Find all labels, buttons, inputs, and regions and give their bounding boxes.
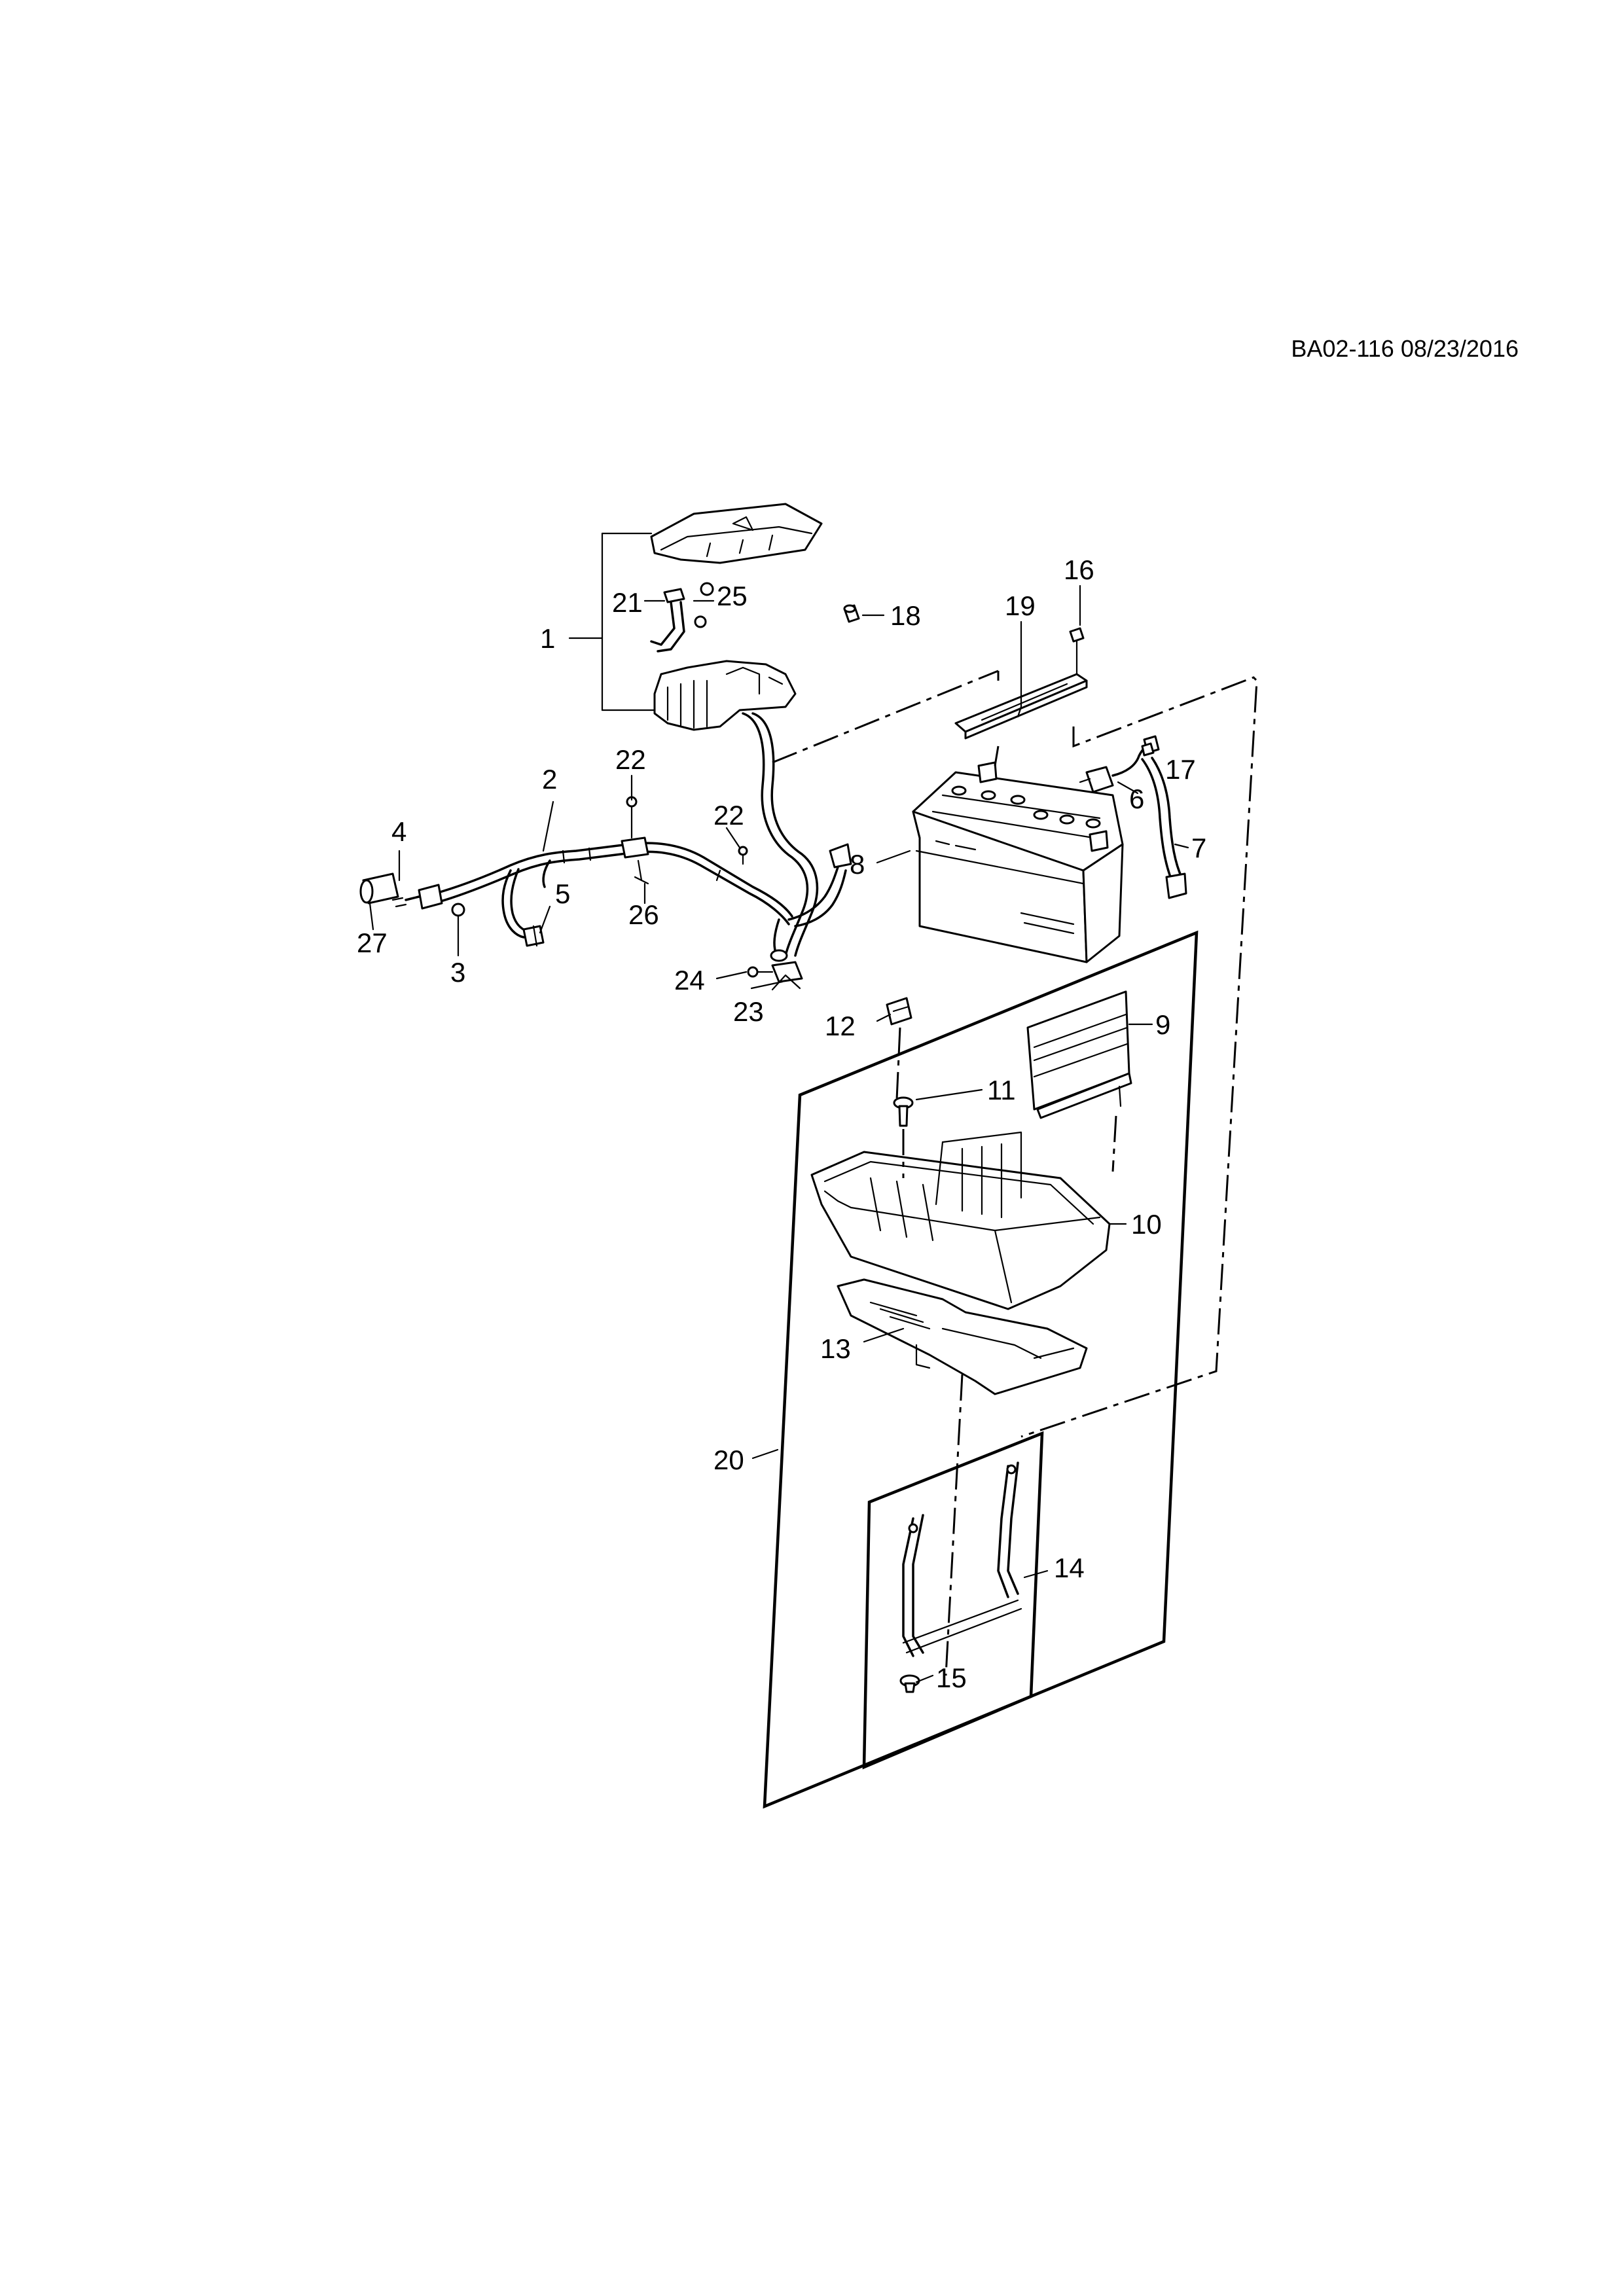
callout-15: 15 bbox=[936, 1662, 967, 1693]
tray-support bbox=[837, 1278, 1088, 1395]
callout-16: 16 bbox=[1064, 554, 1094, 585]
battery-cable-harness bbox=[359, 712, 852, 991]
callout-22a: 22 bbox=[615, 744, 646, 775]
callout-10: 10 bbox=[1131, 1209, 1162, 1240]
callout-26: 26 bbox=[628, 899, 659, 930]
callout-20: 20 bbox=[713, 1444, 744, 1475]
callout-17: 17 bbox=[1165, 754, 1196, 785]
assembly-dash-lines bbox=[772, 670, 1258, 1676]
negative-cable bbox=[1079, 735, 1187, 899]
battery bbox=[912, 761, 1124, 963]
callout-21: 21 bbox=[612, 587, 643, 618]
callout-27: 27 bbox=[357, 927, 388, 958]
callout-4: 4 bbox=[391, 816, 406, 847]
fuse-block-assembly bbox=[568, 503, 823, 731]
callout-11: 11 bbox=[987, 1075, 1016, 1105]
callout-19: 19 bbox=[1005, 590, 1036, 621]
callout-9: 9 bbox=[1155, 1009, 1170, 1040]
clip-part-18 bbox=[843, 604, 860, 623]
callout-18: 18 bbox=[890, 600, 921, 631]
callout-6: 6 bbox=[1129, 783, 1144, 814]
callout-25: 25 bbox=[717, 581, 748, 611]
callout-7: 7 bbox=[1191, 833, 1206, 863]
callout-24: 24 bbox=[674, 965, 705, 996]
heat-shield-plate bbox=[1026, 990, 1132, 1119]
callout-13: 13 bbox=[820, 1333, 851, 1364]
callout-8: 8 bbox=[850, 849, 865, 880]
bracket-assembly bbox=[862, 1431, 1044, 1770]
tray-outline-plate bbox=[763, 930, 1199, 1809]
callout-14: 14 bbox=[1054, 1552, 1085, 1583]
battery-tray bbox=[810, 1131, 1111, 1310]
callout-22b: 22 bbox=[713, 800, 744, 831]
callout-labels: 1 2 3 4 5 6 7 8 9 10 11 12 13 14 15 16 1… bbox=[357, 554, 1206, 1693]
callout-1: 1 bbox=[540, 623, 555, 654]
callout-23: 23 bbox=[733, 996, 764, 1027]
clip-part-12 bbox=[886, 997, 912, 1026]
bolt-part-11 bbox=[893, 1096, 914, 1127]
callout-12: 12 bbox=[825, 1011, 856, 1041]
callout-3: 3 bbox=[450, 957, 465, 988]
callout-5: 5 bbox=[555, 878, 570, 909]
callout-2: 2 bbox=[542, 764, 557, 795]
callout-leaders bbox=[369, 584, 1189, 1683]
diagram-reference: BA02-116 08/23/2016 bbox=[1291, 335, 1519, 362]
